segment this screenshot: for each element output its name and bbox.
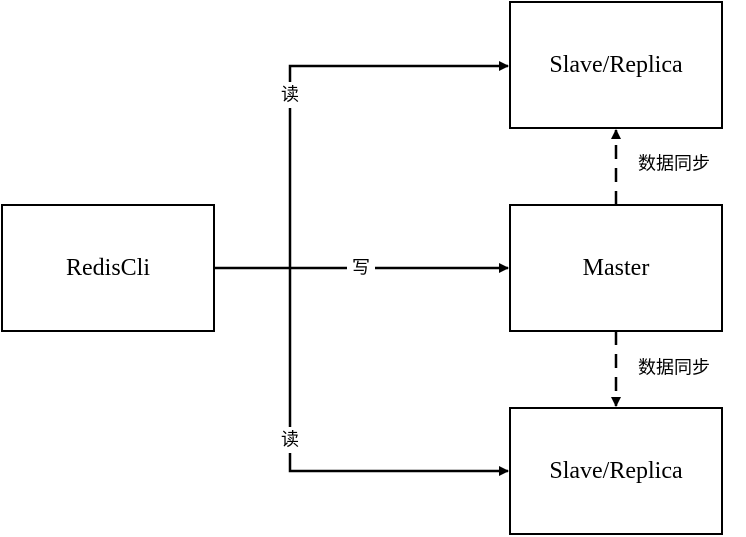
replica-top-label: Slave/Replica [549,52,683,78]
read-bottom-label: 读 [281,430,299,451]
write-label: 写 [352,258,370,279]
replica-bottom-box [509,407,723,535]
sync-bottom-label: 数据同步 [638,358,710,379]
replica-top-box [509,1,723,129]
master-label: Master [583,255,650,281]
read-top-label: 读 [281,85,299,106]
read-top-arrow [288,61,509,268]
replica-bottom-label: Slave/Replica [549,458,683,484]
sync-top-label: 数据同步 [638,154,710,175]
client-box [1,204,215,332]
read-bottom-arrow [288,268,509,476]
client-label: RedisCli [66,255,150,281]
